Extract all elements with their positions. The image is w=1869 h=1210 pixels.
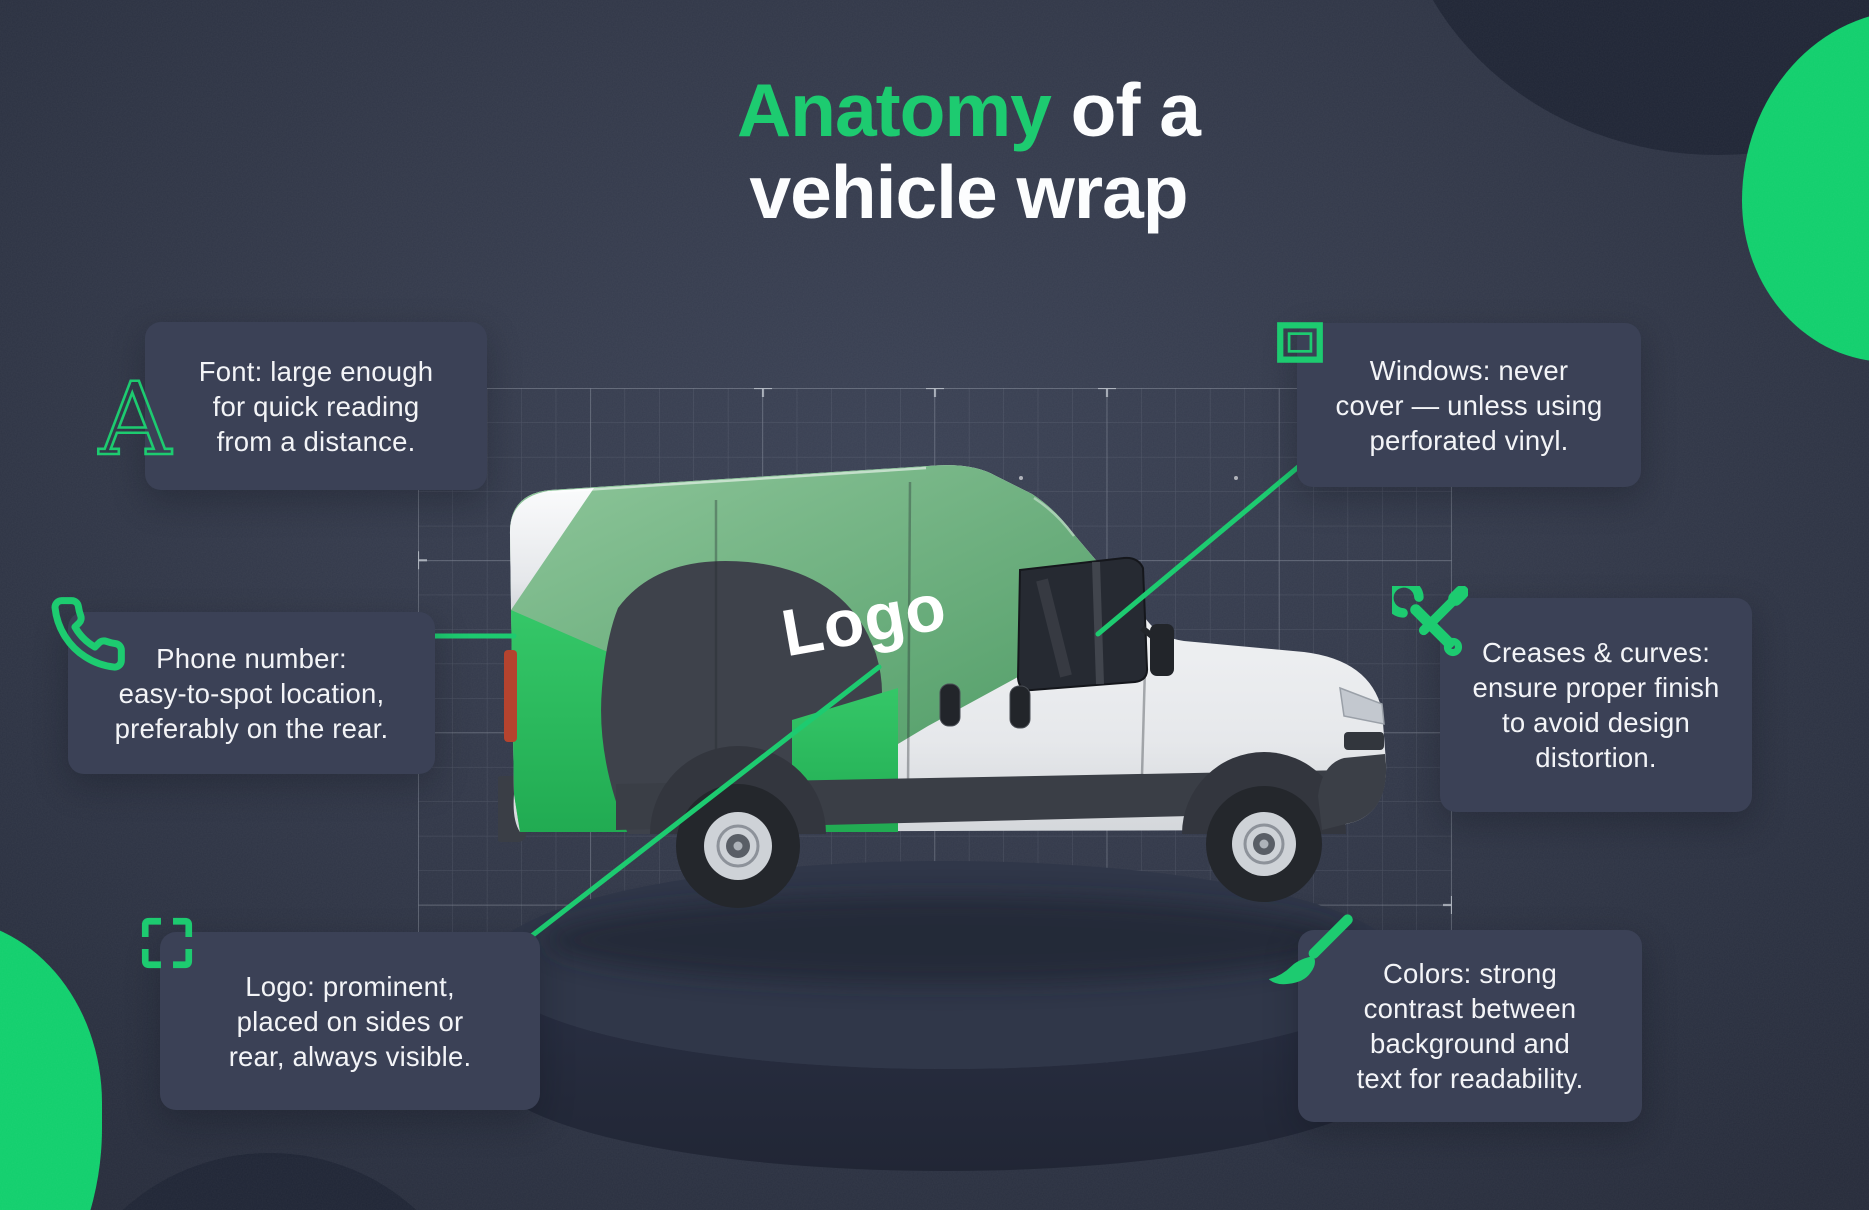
callout-colors-line: Colors: strong xyxy=(1383,958,1557,989)
wrapped-van-illustration: Logo xyxy=(498,465,1387,908)
callout-phone-line: preferably on the rear. xyxy=(114,712,389,744)
van-window-divider xyxy=(1092,561,1104,685)
van-front-wheel xyxy=(1206,786,1322,902)
callout-creases-line: Creases & curves: xyxy=(1481,637,1711,668)
callout-colors-line: contrast between xyxy=(1363,993,1577,1024)
callout-phone-line: easy-to-spot location, xyxy=(118,677,385,709)
callout-colors-line: text for readability. xyxy=(1356,1063,1584,1094)
title-highlight: Anatomy xyxy=(736,68,1052,152)
callout-creases: Creases & curves: ensure proper finish t… xyxy=(1440,598,1752,812)
callout-creases-line: to avoid design xyxy=(1502,707,1690,738)
green-blob-bottom-left xyxy=(0,918,102,1210)
callout-windows-line: Windows: never xyxy=(1369,354,1569,386)
callout-windows-line: perforated vinyl. xyxy=(1369,424,1569,456)
van-window-reflection xyxy=(1036,578,1072,678)
callout-windows: Windows: never cover — unless using perf… xyxy=(1297,323,1641,487)
van-side-mirror xyxy=(1150,624,1174,676)
van-cab-window xyxy=(1016,556,1149,692)
callout-logo-line: placed on sides or xyxy=(236,1005,464,1037)
title-line-2: vehicle wrap xyxy=(749,149,1188,234)
van-door-handle-rear xyxy=(939,683,961,727)
title-line-1: Anatomy of a xyxy=(736,68,1201,152)
dark-blob-bottom-left xyxy=(52,1153,487,1210)
callout-phone-line: Phone number: xyxy=(156,642,347,674)
van-headlight xyxy=(1339,686,1385,725)
callout-windows-line: cover — unless using xyxy=(1335,389,1603,421)
callout-font-line: for quick reading xyxy=(212,390,420,422)
callout-colors: Colors: strong contrast between backgrou… xyxy=(1298,930,1642,1122)
callout-creases-line: distortion. xyxy=(1535,742,1657,773)
van-front-bumper xyxy=(1318,754,1387,830)
callout-font: Font: large enough for quick reading fro… xyxy=(145,322,487,490)
callout-font-line: from a distance. xyxy=(216,425,416,457)
van-white-wedge xyxy=(509,488,594,610)
callout-phone: Phone number: easy-to-spot location, pre… xyxy=(68,612,435,774)
van-grille xyxy=(1344,732,1384,750)
callout-font-line: Font: large enough xyxy=(198,355,434,387)
van-roof-highlight xyxy=(551,466,927,494)
callout-logo-line: Logo: prominent, xyxy=(245,970,455,1002)
van-tail-light xyxy=(504,650,517,742)
callout-colors-line: background and xyxy=(1369,1028,1571,1059)
van-rear-wheel xyxy=(676,784,800,908)
van-door-handle-front xyxy=(1009,685,1031,729)
page-title: Anatomy of a vehicle wrap xyxy=(0,68,1869,234)
callout-logo-line: rear, always visible. xyxy=(228,1040,472,1072)
callout-creases-line: ensure proper finish xyxy=(1472,672,1720,703)
callout-logo: Logo: prominent, placed on sides or rear… xyxy=(160,932,540,1110)
